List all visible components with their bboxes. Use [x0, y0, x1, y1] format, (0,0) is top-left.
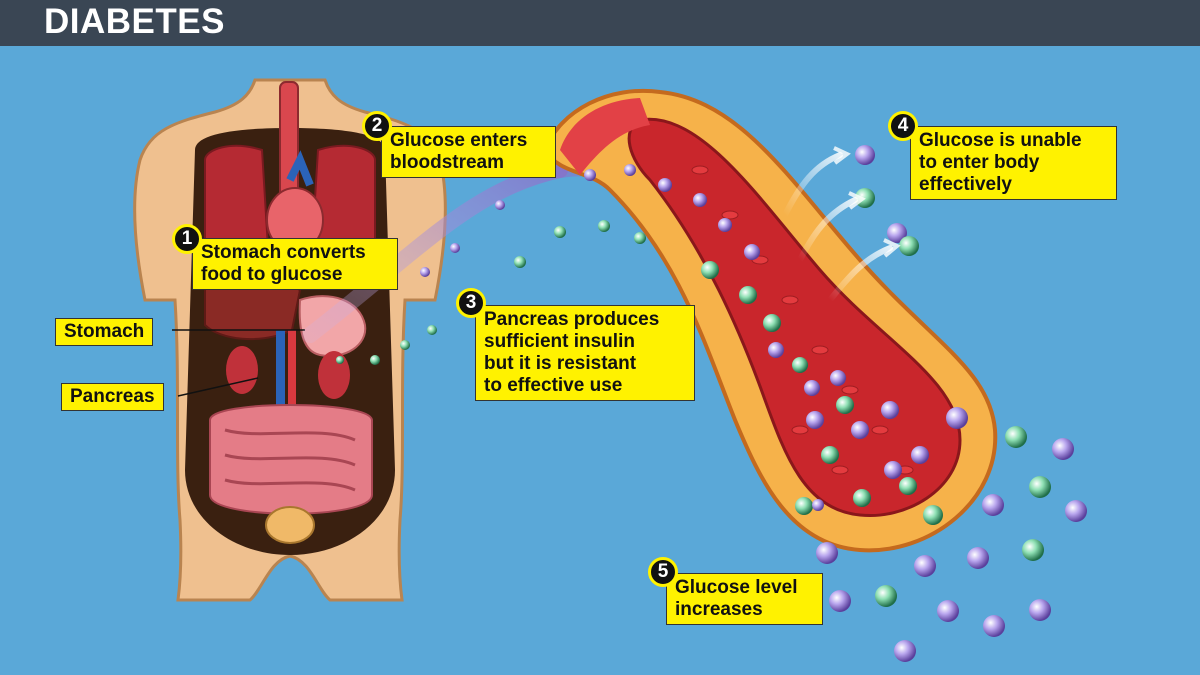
- step-3-line-2: sufficient insulin: [484, 331, 635, 352]
- step-4-line-1: Glucose is unable: [919, 130, 1082, 151]
- step-5-badge: 5: [648, 557, 678, 587]
- page-title: DIABETES: [44, 2, 225, 41]
- step-3-badge: 3: [456, 288, 486, 318]
- step-5-callout: Glucose level increases: [666, 573, 823, 625]
- header-bar: DIABETES: [0, 0, 1200, 46]
- step-1-badge: 1: [172, 224, 202, 254]
- step-2-badge: 2: [362, 111, 392, 141]
- glucose-stream: [302, 162, 568, 343]
- step-4-line-2: to enter body: [919, 152, 1040, 173]
- step-3-line-1: Pancreas produces: [484, 309, 660, 330]
- step-4-callout: Glucose is unable to enter body effectiv…: [910, 126, 1117, 200]
- step-1-line-1: Stomach converts: [201, 242, 366, 263]
- step-3-line-4: to effective use: [484, 375, 623, 396]
- step-4-badge: 4: [888, 111, 918, 141]
- step-3-line-3: but it is resistant: [484, 353, 637, 374]
- pancreas-label: Pancreas: [61, 383, 164, 411]
- step-2-line-1: Glucose enters: [390, 130, 528, 151]
- step-5-line-1: Glucose level: [675, 577, 798, 598]
- step-2-line-2: bloodstream: [390, 152, 505, 173]
- torso-illustration: [133, 78, 447, 602]
- step-5-line-2: increases: [675, 599, 763, 620]
- step-3-callout: Pancreas produces sufficient insulin but…: [475, 305, 695, 401]
- glucose-particles-in-vessel: [701, 244, 968, 525]
- step-4-line-3: effectively: [919, 174, 1012, 195]
- step-1-line-2: food to glucose: [201, 264, 343, 285]
- step-2-callout: Glucose enters bloodstream: [381, 126, 556, 178]
- glucose-particles-level: [816, 426, 1087, 662]
- stomach-label: Stomach: [55, 318, 154, 346]
- glucose-particles-escaping: [782, 145, 919, 303]
- glucose-dots-stream: [336, 164, 732, 365]
- step-1-callout: Stomach converts food to glucose: [192, 238, 398, 290]
